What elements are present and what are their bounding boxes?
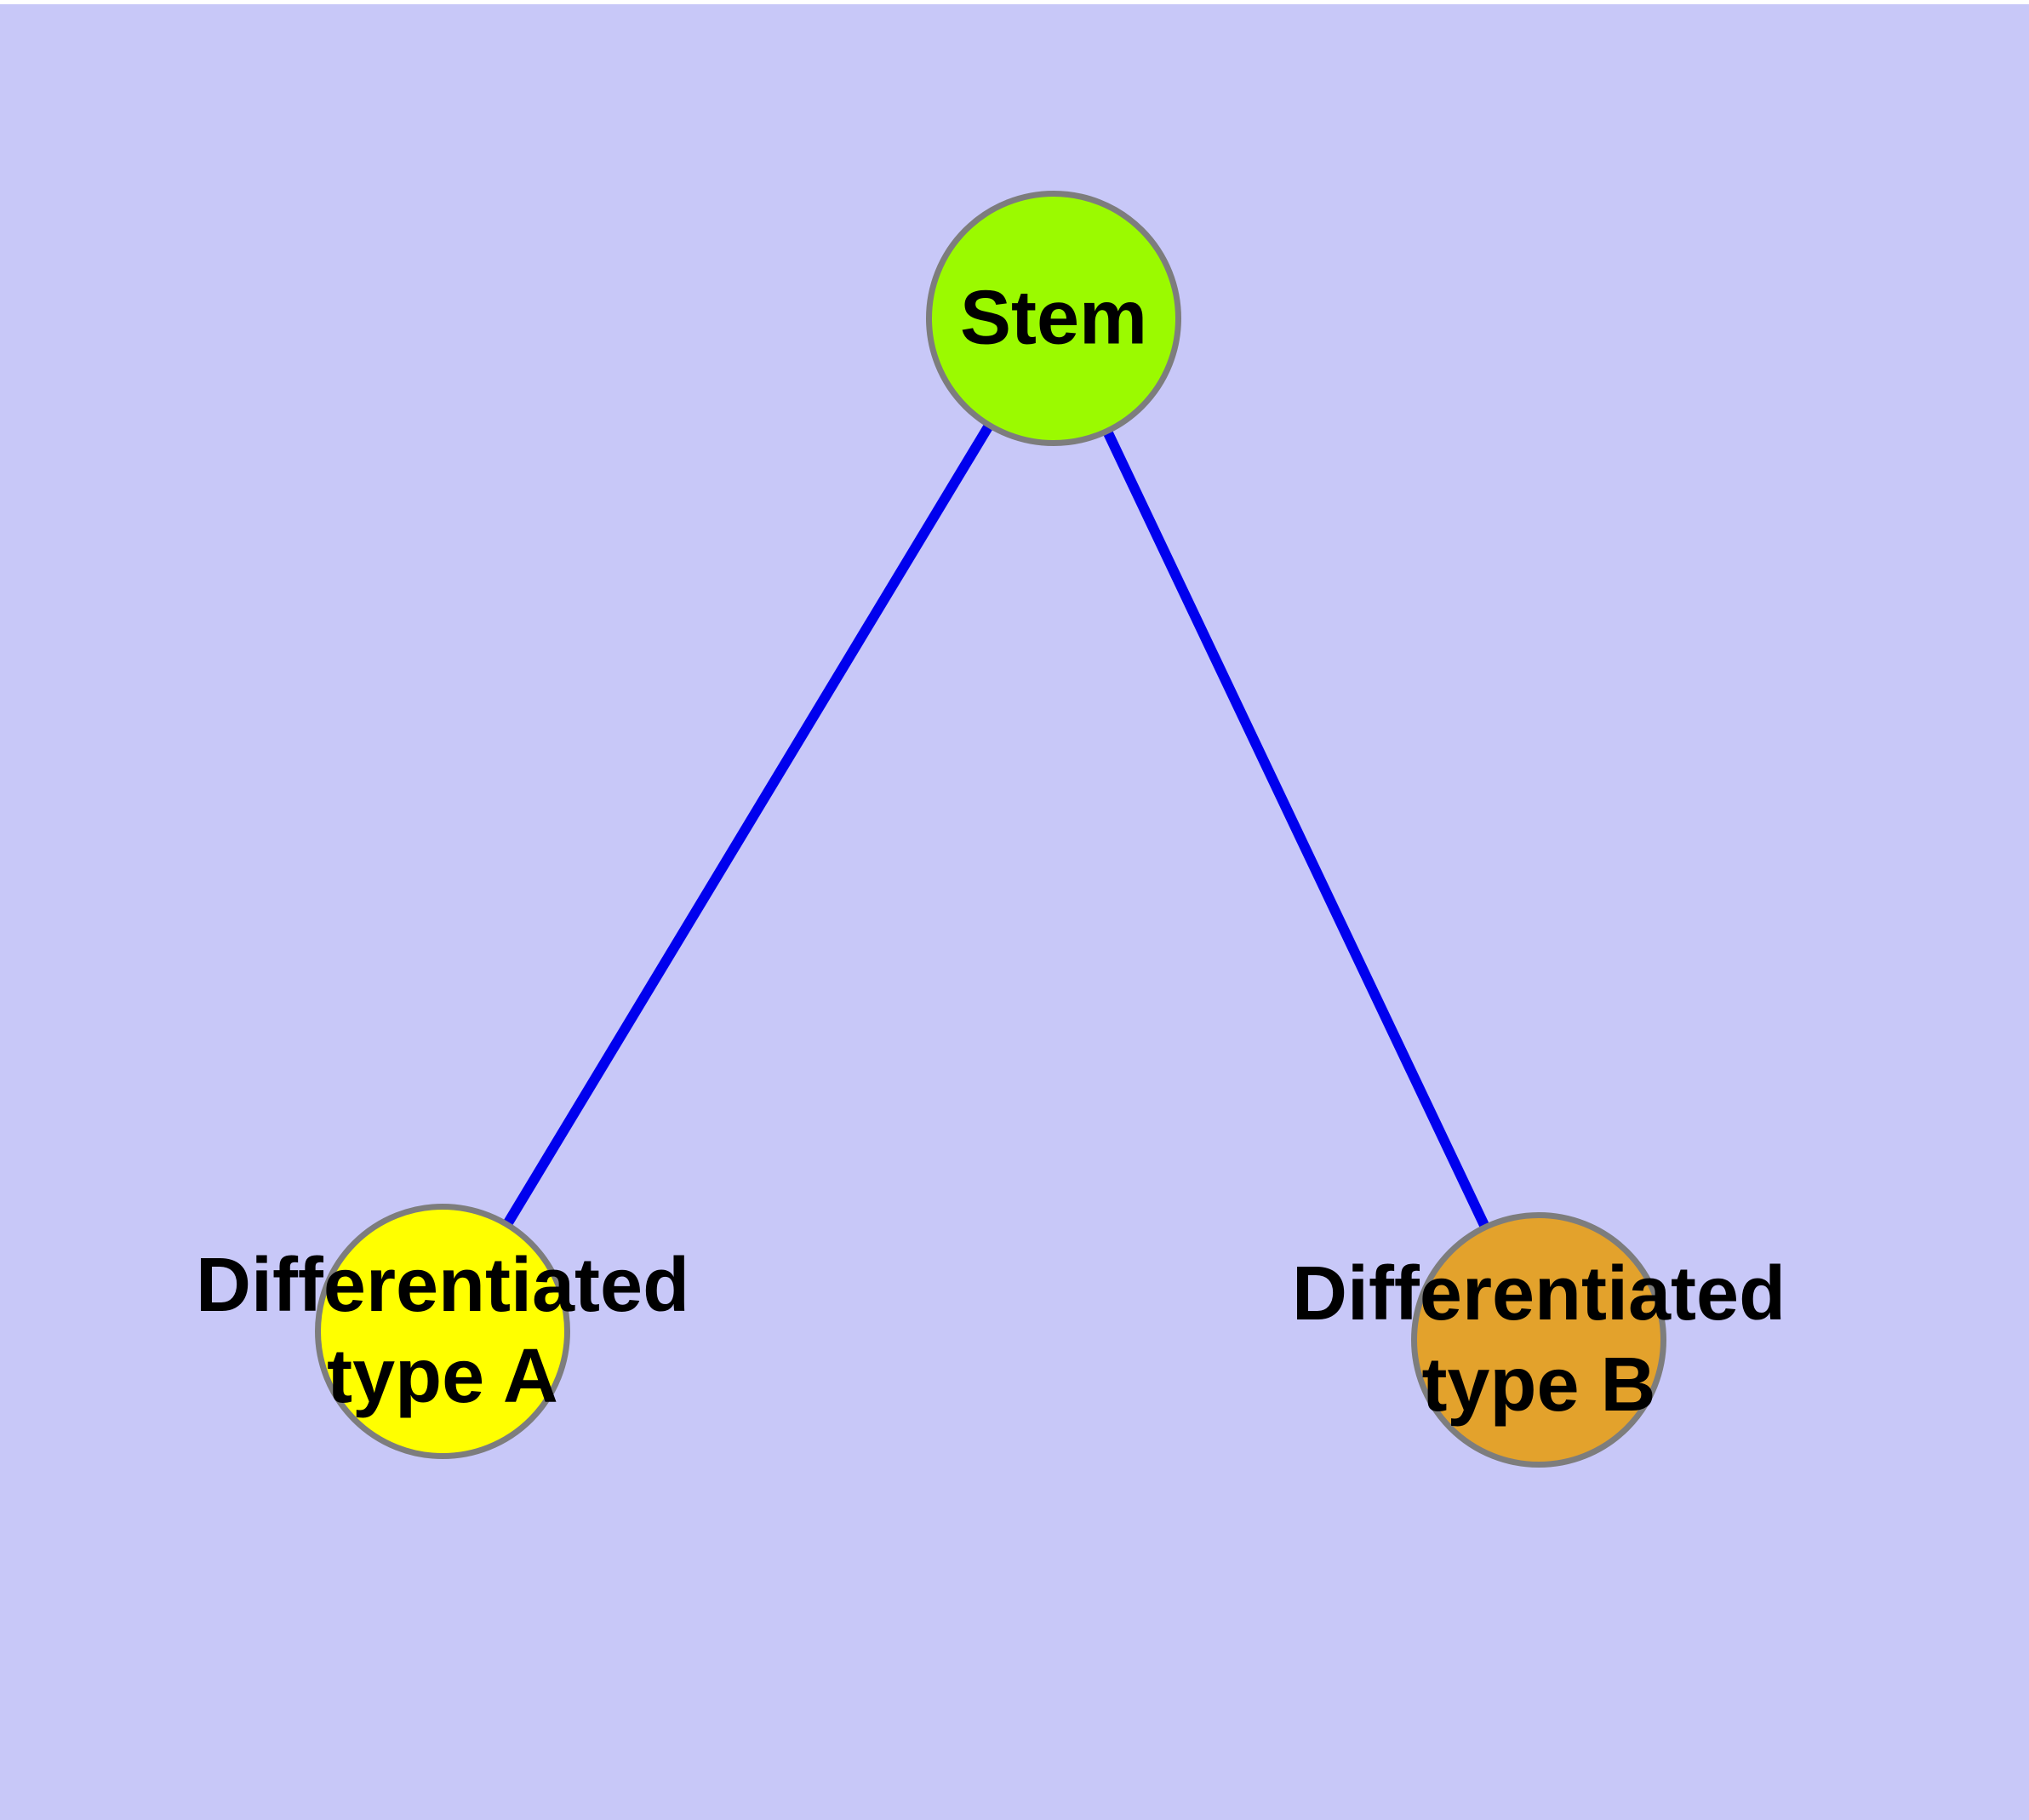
node-label-stem: Stem: [960, 273, 1147, 364]
node-label-line: type B: [1421, 1342, 1656, 1428]
edge-stem-to-differentiated-type-b: [1049, 316, 1544, 1342]
node-label-line: Differentiated: [195, 1243, 690, 1328]
node-label-line: type A: [327, 1334, 558, 1419]
edge-stem-to-differentiated-type-a: [437, 315, 1059, 1335]
node-stem: Stem: [926, 191, 1181, 446]
node-label-line: Stem: [959, 275, 1148, 361]
node-label-line: Differentiated: [1291, 1251, 1786, 1336]
top-margin-strip: [0, 0, 2029, 4]
